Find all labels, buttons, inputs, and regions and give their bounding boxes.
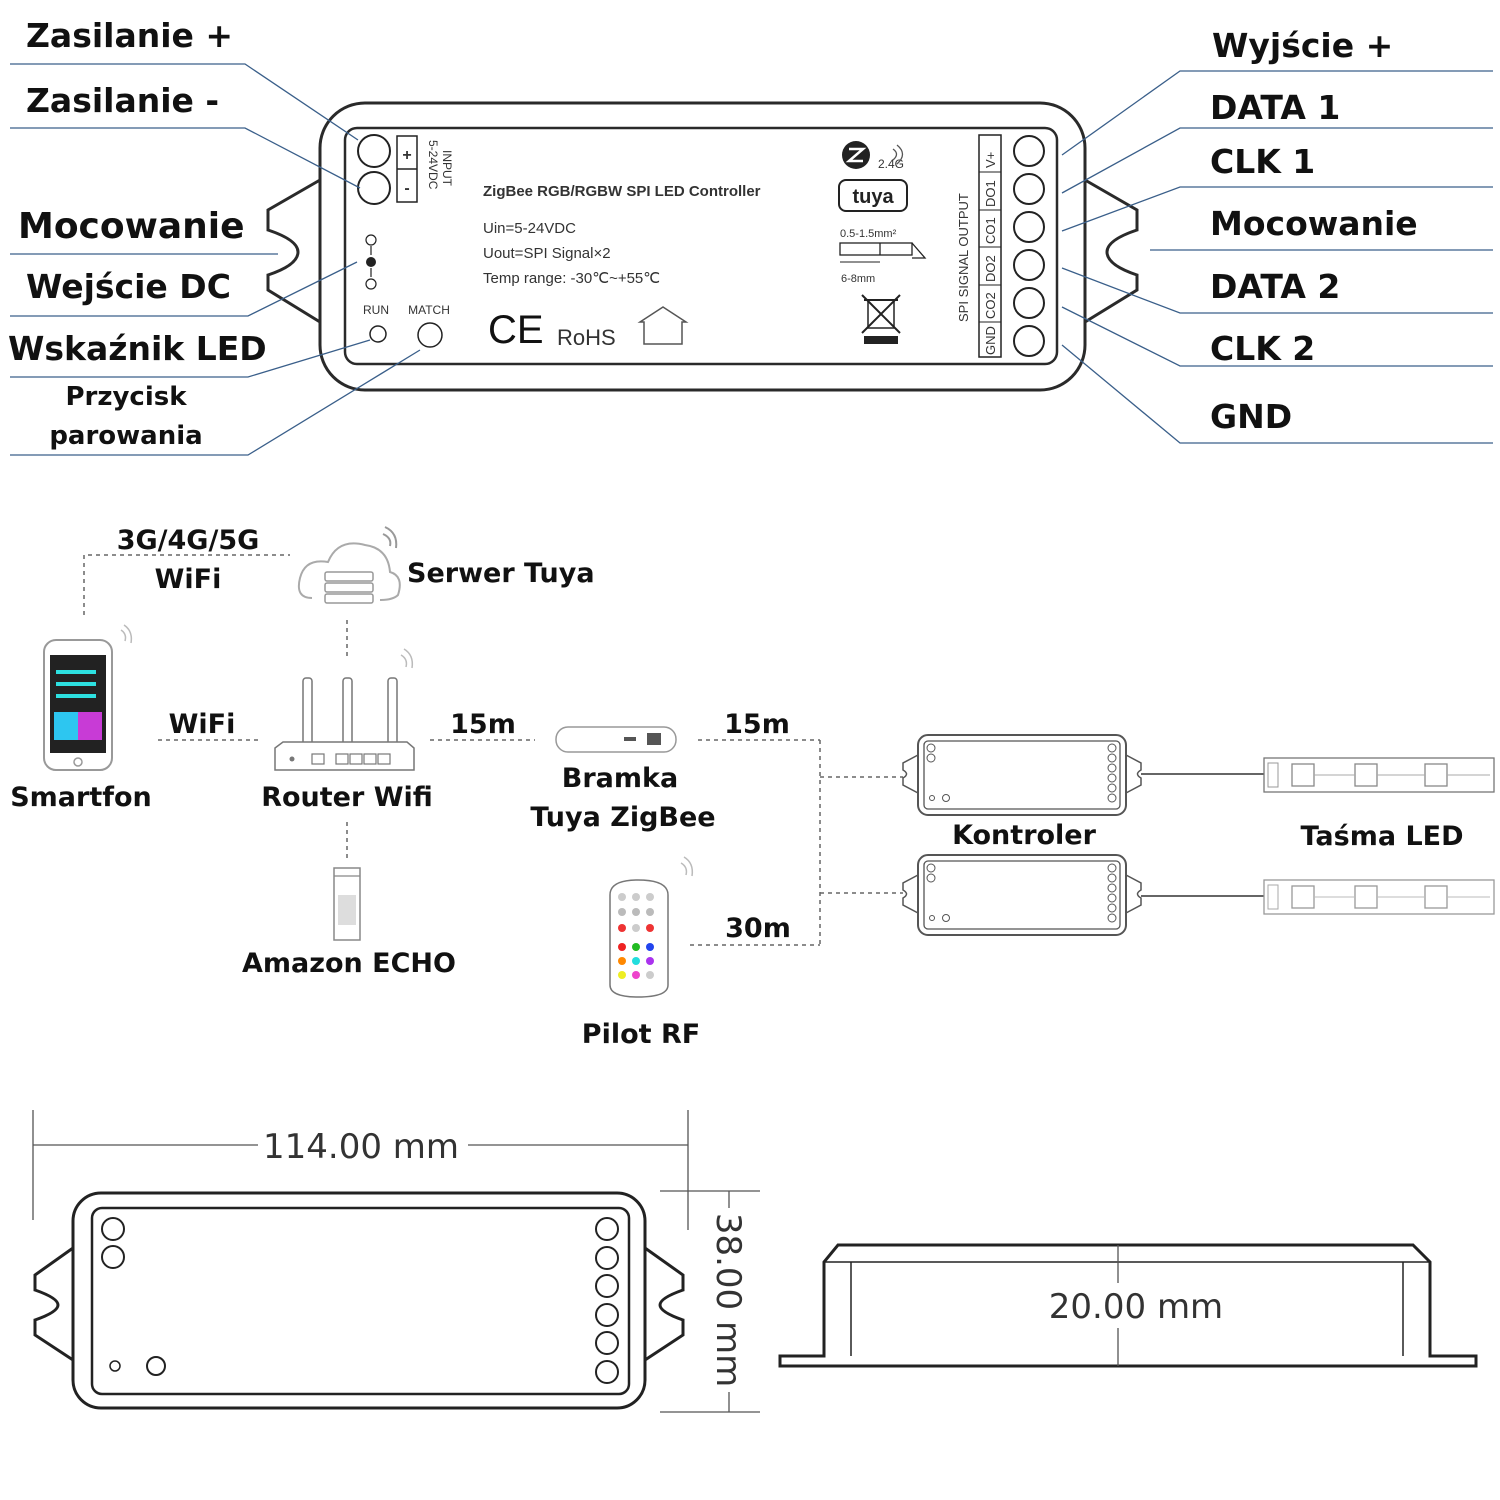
spi-output-label: SPI SIGNAL OUTPUT: [956, 193, 971, 322]
spec-output: Uout=SPI Signal×2: [483, 245, 611, 262]
mounting-ear-left: [266, 178, 321, 324]
terminal-label: GND: [983, 326, 998, 355]
dimensions-section: 114.00 mm 38.00 mm: [32, 1110, 1478, 1413]
router-label: Router Wifi: [261, 782, 433, 813]
terminal-label: CO2: [983, 292, 998, 319]
terminal-label: DO1: [983, 180, 998, 207]
gateway-label-1: Bramka: [562, 763, 678, 794]
terminal-screw: [1013, 325, 1045, 357]
label-dc-input: Wejście DC: [26, 267, 231, 306]
tuya-logo: [838, 179, 908, 212]
network-links: [83, 554, 903, 946]
device-title: ZigBee RGB/RGBW SPI LED Controller: [483, 183, 761, 200]
remote-label: Pilot RF: [582, 1019, 700, 1050]
spec-input: Uin=5-24VDC: [483, 220, 576, 237]
terminal-label-strip: [978, 134, 1002, 358]
label-data2: DATA 2: [1210, 267, 1340, 306]
output-terminals: V+ DO1 CO1 DO2 CO2 GND: [979, 135, 1045, 357]
zigbee-band: 2.4G: [878, 157, 904, 171]
controller-icon: [902, 854, 1142, 936]
label-pair-button-2: parowania: [49, 421, 202, 451]
mobile-link-label: 3G/4G/5G: [117, 525, 260, 556]
terminal-screw: [1013, 135, 1045, 167]
smartphone-icon: [43, 624, 133, 771]
indoor-house-icon: [637, 306, 689, 345]
led-strip-icon: [1263, 879, 1495, 915]
rf-remote-icon: [609, 856, 694, 998]
run-led: [369, 325, 387, 343]
wifi-link-label: WiFi: [169, 709, 236, 740]
length-dimension: 114.00 mm: [263, 1127, 459, 1167]
router-icon: [274, 648, 415, 771]
strip-label: Taśma LED: [1300, 821, 1463, 852]
echo-label: Amazon ECHO: [242, 948, 456, 979]
server-label: Serwer Tuya: [407, 558, 595, 589]
label-gnd: GND: [1210, 397, 1292, 436]
plus-label: +: [402, 147, 411, 164]
label-pair-button-1: Przycisk: [65, 382, 187, 412]
input-label: INPUT: [440, 150, 454, 187]
mobile-link-wifi-label: WiFi: [155, 564, 222, 595]
weee-bin-icon: [861, 294, 901, 344]
terminal-screw: [1013, 211, 1045, 243]
controller-panel: [343, 126, 1059, 366]
phone-label: Smartfon: [10, 782, 152, 813]
terminal-label: CO1: [983, 217, 998, 244]
label-data1: DATA 1: [1210, 88, 1340, 127]
zigbee-gateway-icon: [555, 726, 677, 753]
mounting-ear-right: [1084, 178, 1139, 324]
pinout-section: + - INPUT 5-24VDC RUN MATCH ZigBee RGB/R…: [8, 16, 1493, 456]
tuya-label: tuya: [852, 186, 894, 208]
amazon-echo-icon: [333, 867, 361, 941]
side-view-outline: [778, 1243, 1478, 1368]
terminal-screw: [1013, 249, 1045, 281]
match-label: MATCH: [408, 303, 450, 317]
terminal-label: V+: [983, 152, 998, 168]
ce-mark: CE: [488, 308, 544, 352]
dc-jack-icon: [365, 234, 377, 290]
spec-temp: Temp range: -30℃~+55℃: [483, 270, 660, 287]
network-section: 3G/4G/5G WiFi Serwer Tuya Smartfon WiFi: [10, 525, 1495, 1050]
led-strip-icon: [1263, 757, 1495, 793]
cloud-server-icon: [297, 526, 401, 604]
distance-gateway-controller: 15m: [724, 709, 790, 740]
label-mounting-right: Mocowanie: [1210, 204, 1418, 243]
label-mounting-left: Mocowanie: [18, 206, 245, 247]
run-label: RUN: [363, 303, 389, 317]
label-led-indicator: Wskaźnik LED: [8, 329, 267, 368]
distance-remote: 30m: [725, 913, 791, 944]
strip-length: 6-8mm: [841, 273, 875, 285]
wire-strip-icon: [839, 242, 927, 263]
left-leader-lines: [10, 63, 421, 456]
terminal-label: DO2: [983, 255, 998, 282]
wire-gauge: 0.5-1.5mm²: [840, 228, 897, 240]
controller-icon: [902, 734, 1142, 816]
input-voltage-label: 5-24VDC: [426, 140, 440, 190]
terminal-screw: [1013, 287, 1045, 319]
label-power-plus: Zasilanie +: [26, 16, 233, 55]
terminal-power-minus: [357, 171, 391, 205]
label-clk2: CLK 2: [1210, 329, 1315, 368]
label-power-minus: Zasilanie -: [26, 81, 219, 120]
minus-label: -: [404, 180, 409, 197]
rohs-mark: RoHS: [557, 325, 616, 350]
height-dimension: 20.00 mm: [1049, 1287, 1223, 1327]
match-button: [417, 322, 443, 348]
label-output-plus: Wyjście +: [1212, 26, 1393, 65]
gateway-label-2: Tuya ZigBee: [530, 802, 715, 833]
width-dimension: 38.00 mm: [708, 1213, 748, 1387]
label-clk1: CLK 1: [1210, 142, 1315, 181]
controller-label: Kontroler: [952, 820, 1097, 851]
terminal-screw: [1013, 173, 1045, 205]
wireless-icon: [892, 144, 904, 165]
right-leader-lines: [1061, 70, 1493, 444]
terminal-power-plus: [357, 134, 391, 168]
distance-router-gateway: 15m: [450, 709, 516, 740]
top-view-outline: [33, 1191, 685, 1410]
